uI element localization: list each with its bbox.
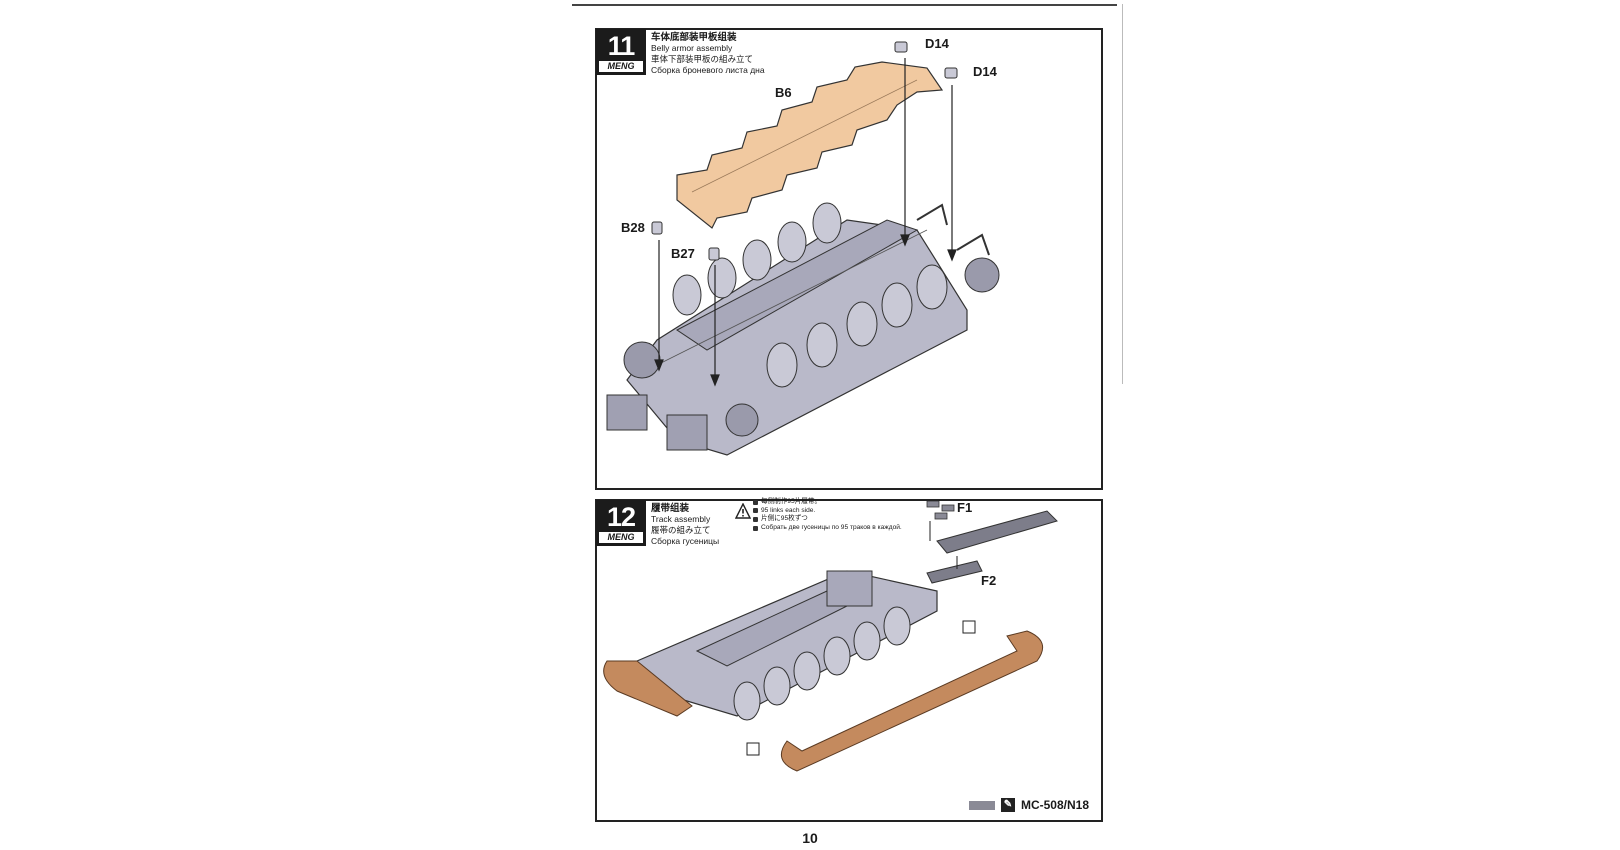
title-en: Track assembly <box>651 514 711 524</box>
paint-brush-icon: ✎ <box>1000 798 1015 812</box>
title-ru: Сборка броневого листа дна <box>651 65 765 75</box>
left-track-drawing <box>603 660 693 717</box>
step-11-heading: 车体底部装甲板组装 Belly armor assembly 車体下部装甲板の組… <box>651 32 765 76</box>
part-label-f1: F1 <box>957 500 973 515</box>
hull-drawing <box>636 570 938 721</box>
product-code: MC-508/N18 <box>1020 798 1089 812</box>
part-label-d14-a: D14 <box>925 36 949 51</box>
step-number: 11 <box>607 31 636 61</box>
page-top-rule <box>572 4 1117 6</box>
assembly-arrows <box>654 58 957 387</box>
note-ja: 片側に95枚ずつ <box>761 515 808 523</box>
belly-armor-illustration <box>606 41 1000 456</box>
russian-bullet-icon <box>753 525 758 531</box>
note-ru: Собрать две гусеницы по 95 траков в кажд… <box>761 523 902 531</box>
title-ru: Сборка гусеницы <box>651 536 720 546</box>
japanese-bullet-icon <box>753 516 758 522</box>
part-label-b6: B6 <box>775 85 792 100</box>
step-12-panel: 12 MENG 履带组装 Track assembly 履帯の組み立て Сбор… <box>595 498 1103 822</box>
step-12-badge: 12 MENG <box>596 500 646 546</box>
title-ja: 車体下部装甲板の組み立て <box>651 54 754 64</box>
page-number: 10 <box>802 830 818 846</box>
brand-logo: MENG <box>599 532 643 543</box>
part-label-d14-b: D14 <box>973 64 997 79</box>
step-12-heading: 履带组装 Track assembly 履帯の組み立て Сборка гусен… <box>651 503 719 547</box>
hull-drawing <box>606 202 1000 456</box>
chinese-bullet-icon <box>753 499 758 505</box>
paint-swatch <box>968 800 995 810</box>
brand-logo: MENG <box>599 61 643 72</box>
step-11-badge: 11 MENG <box>596 29 646 75</box>
english-bullet-icon <box>753 508 758 514</box>
part-label-f2: F2 <box>981 573 997 588</box>
title-en: Belly armor assembly <box>651 43 733 53</box>
track-links-drawing <box>926 501 1058 584</box>
note-zh: 每侧制作95片履带。 <box>761 498 822 505</box>
step-number: 12 <box>606 502 636 532</box>
title-zh: 履带组装 <box>651 503 690 514</box>
belly-plate-drawing <box>676 61 944 229</box>
part-callouts <box>746 620 976 756</box>
warning-icon <box>735 503 751 519</box>
right-track-drawing <box>780 630 1044 772</box>
part-label-b27: B27 <box>671 246 695 261</box>
title-zh: 车体底部装甲板组装 <box>651 32 737 43</box>
track-note: 每侧制作95片履带。 95 links each side. 片側に95枚ずつ … <box>753 498 902 532</box>
part-label-b28: B28 <box>621 220 645 235</box>
title-ja: 履帯の組み立て <box>651 525 711 535</box>
page-side-rule <box>1122 4 1123 384</box>
note-en: 95 links each side. <box>761 506 816 514</box>
product-code-bar: ✎ MC-508/N18 <box>968 798 1089 812</box>
small-parts <box>651 41 958 261</box>
track-assembly-illustration <box>603 501 1058 772</box>
step-11-panel: 11 MENG 车体底部装甲板组装 Belly armor assembly 車… <box>595 28 1103 490</box>
